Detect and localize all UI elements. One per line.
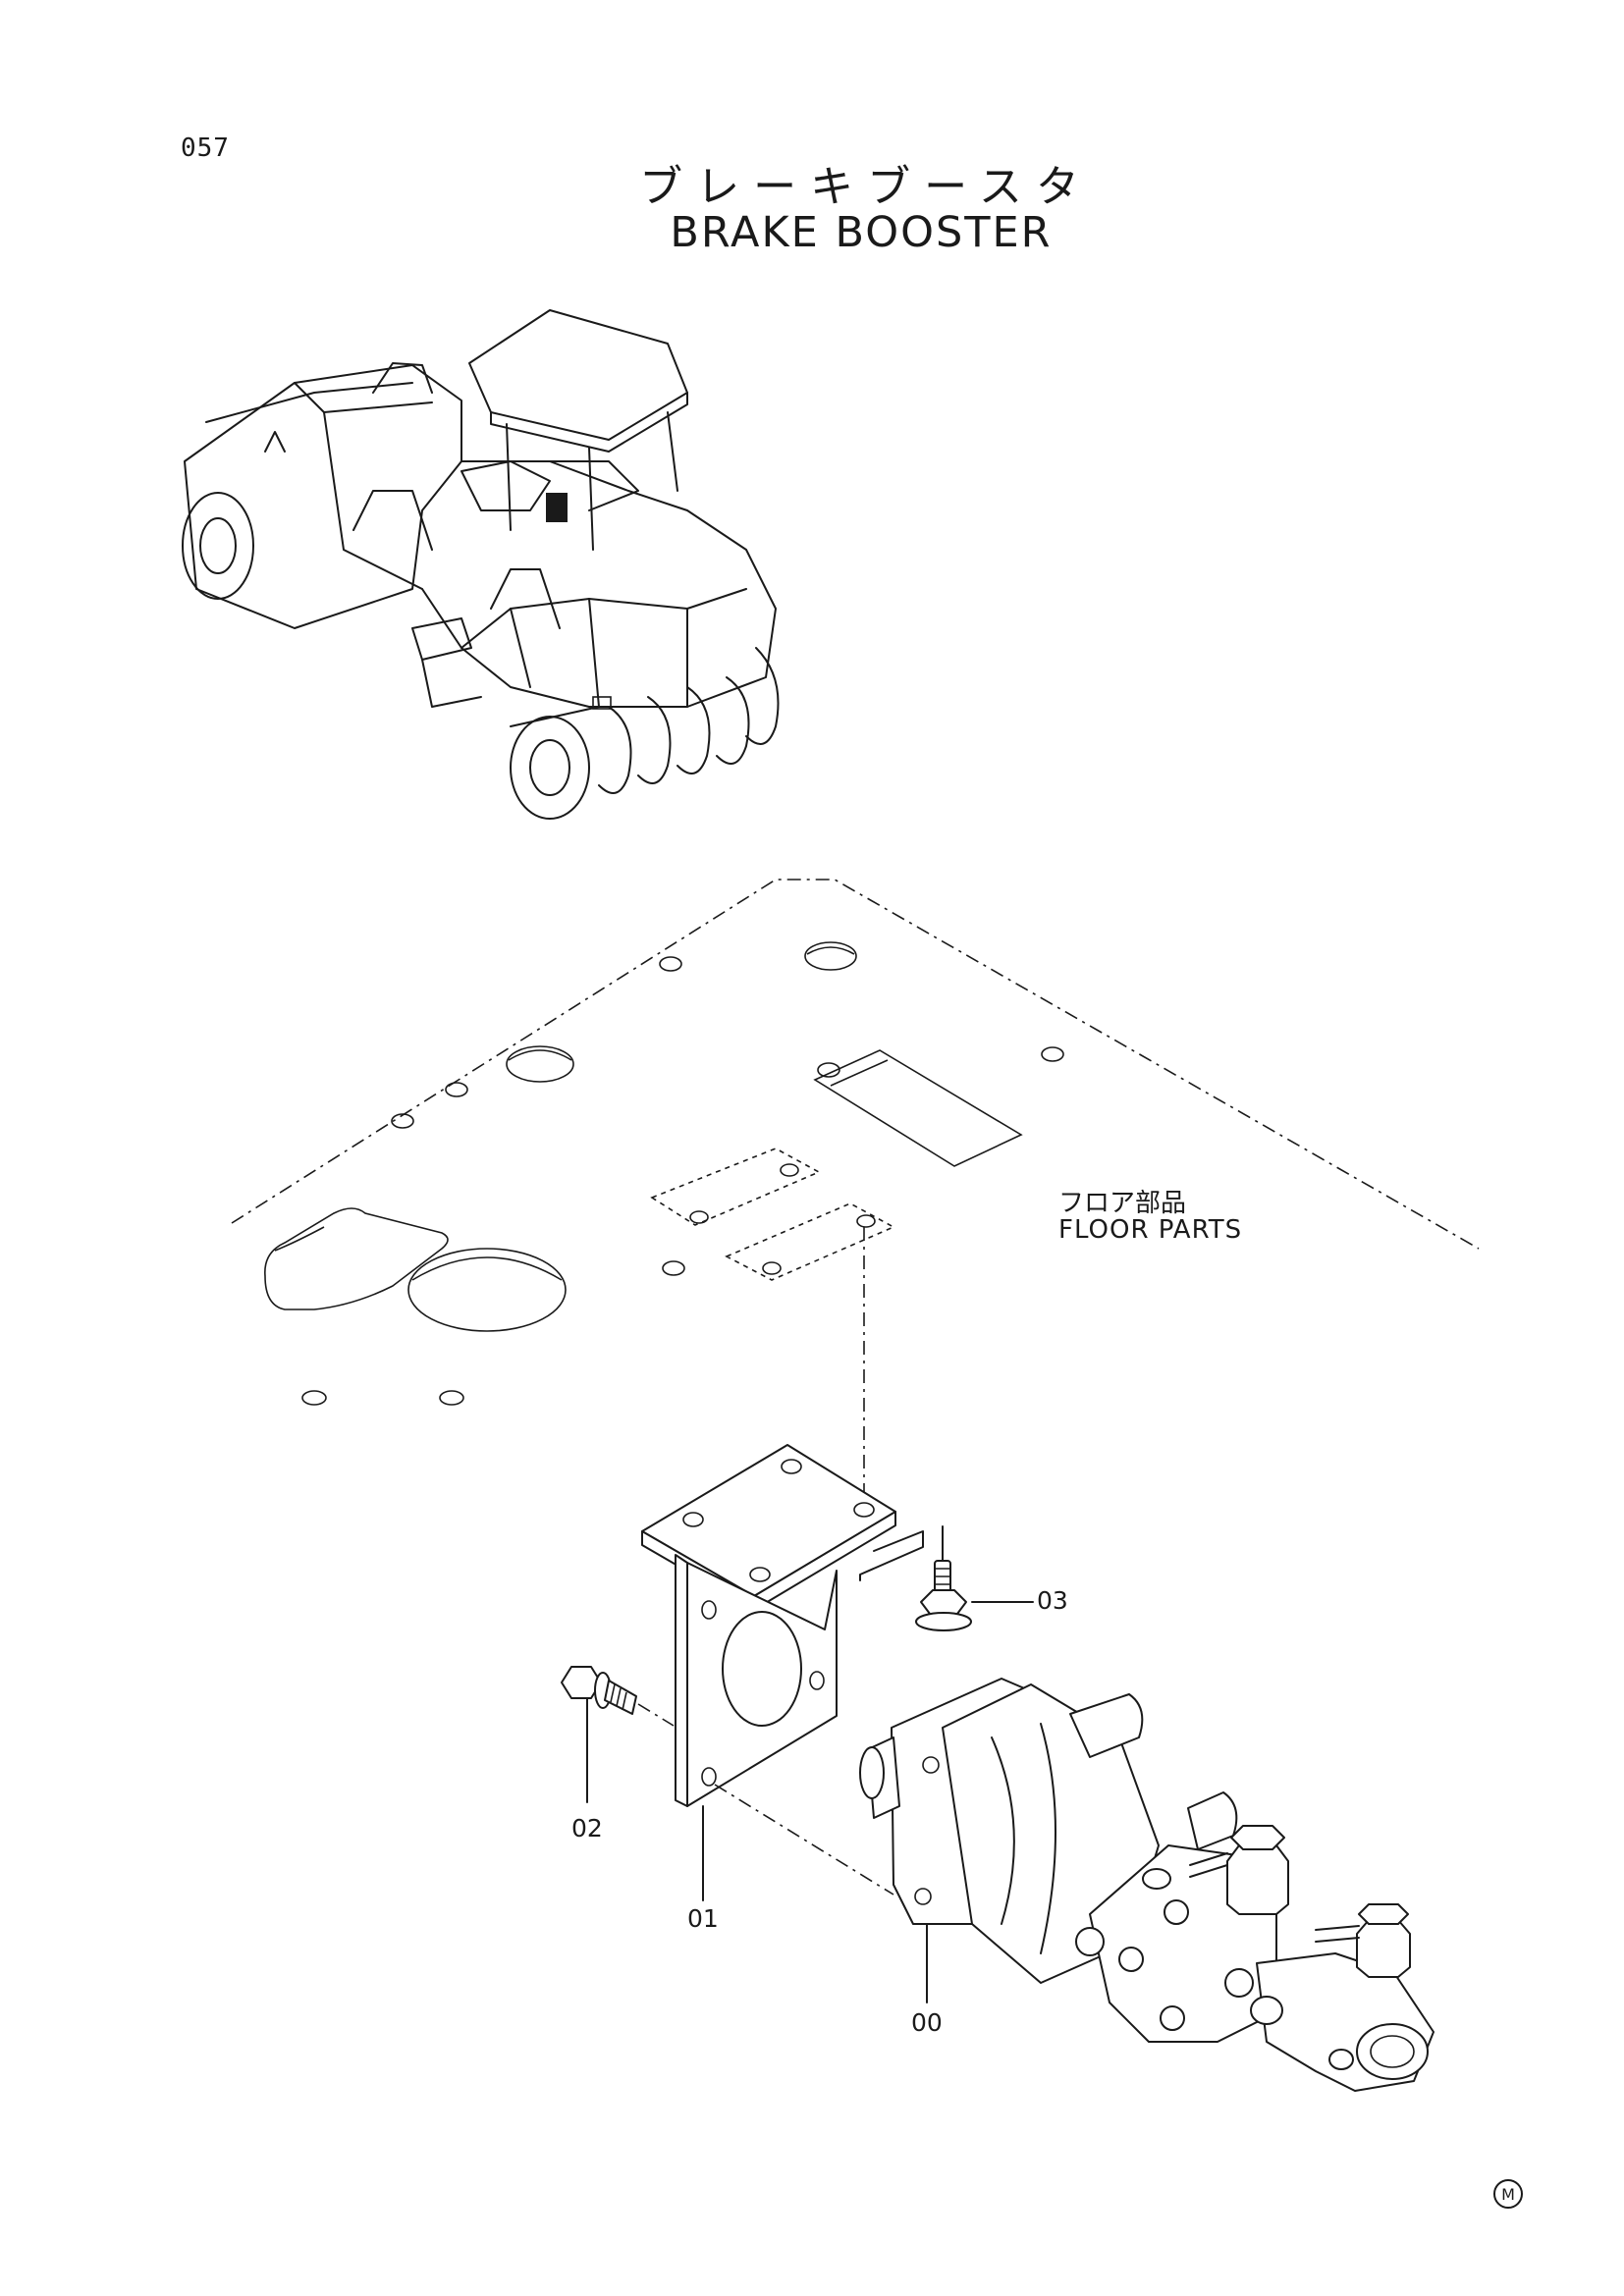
page-title-jp: ブレーキブースタ: [639, 162, 1093, 212]
floor-parts-label-jp: フロア部品: [1058, 1189, 1187, 1218]
bolt-part-02: [561, 1666, 675, 1803]
page-number: 057: [181, 133, 230, 163]
page-title-en: BRAKE BOOSTER: [670, 208, 1053, 257]
floor-plate-outline: [231, 879, 1480, 1406]
m-mark: M: [1493, 2179, 1523, 2209]
bolt-part-03: [915, 1556, 1034, 1631]
callout-02: 02: [571, 1814, 603, 1842]
bracket-part-01: [641, 1444, 944, 1807]
callout-00: 00: [911, 2008, 943, 2037]
floor-parts-label-en: FLOOR PARTS: [1058, 1215, 1243, 1245]
brake-booster-part-00: [714, 1678, 1435, 2092]
machine-overview-illustration: [182, 309, 780, 820]
callout-leaders: [702, 1805, 928, 2003]
callout-01: 01: [687, 1904, 719, 1933]
callout-03: 03: [1037, 1586, 1068, 1615]
